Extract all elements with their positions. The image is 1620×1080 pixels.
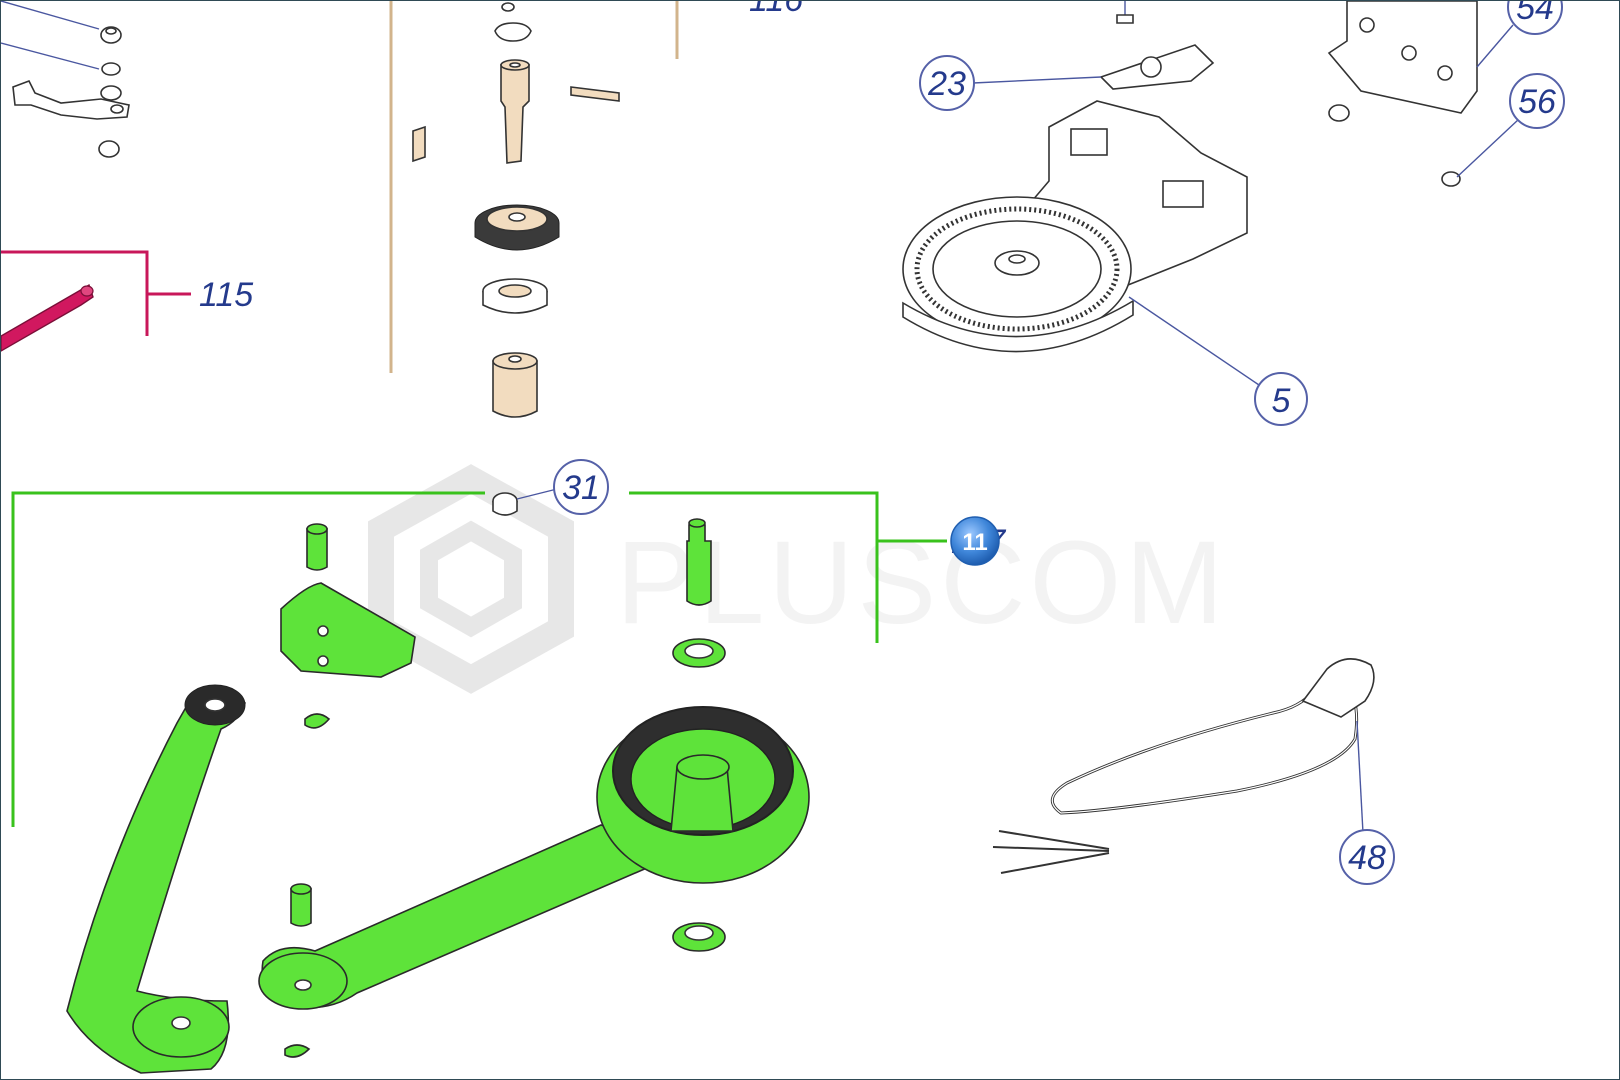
- cable-part: 48: [992, 658, 1395, 885]
- cable-loop-highlight: [1051, 680, 1358, 814]
- washer-part: [101, 62, 121, 76]
- cable-wire: [1000, 852, 1110, 874]
- housing-pocket: [1162, 180, 1204, 208]
- leader-line: [1, 42, 100, 70]
- callout-31[interactable]: 31: [562, 469, 600, 507]
- bearing-hole: [684, 643, 714, 659]
- straight-arm-pivot-hole: [294, 979, 312, 991]
- leader-line: [1, 1, 100, 30]
- pin-part: [570, 86, 620, 102]
- leader-5: [1128, 296, 1260, 386]
- gear-hole: [508, 212, 526, 222]
- nut-hole: [105, 27, 117, 35]
- cable-plug: [1301, 658, 1375, 718]
- bracket-hole: [110, 104, 124, 114]
- callout-115[interactable]: 115: [199, 276, 253, 314]
- pin-top: [501, 2, 515, 12]
- e-clip-part: [494, 22, 532, 42]
- rod-tip: [80, 285, 94, 297]
- arm-gear-hole: [204, 698, 226, 712]
- magenta-bracket: [1, 250, 149, 336]
- pin-top: [290, 883, 312, 895]
- nut-part: [98, 140, 120, 158]
- axle-part: [686, 524, 712, 606]
- callout-5-circle: [1254, 372, 1308, 426]
- callout-56[interactable]: 56: [1518, 83, 1556, 121]
- ring-housing-hub-top: [676, 754, 730, 780]
- shaft-hole: [509, 62, 521, 68]
- bushing-body: [492, 501, 518, 516]
- ring-gear-base: [902, 299, 1134, 353]
- nut-part: [1328, 104, 1350, 122]
- axle-top: [688, 518, 706, 528]
- shaft-part: [500, 64, 530, 164]
- e-clip-part: [304, 713, 331, 729]
- cable-wire: [992, 846, 1110, 852]
- bracket-hole: [1401, 45, 1417, 61]
- callout-31-circle: [553, 459, 609, 515]
- callout-23[interactable]: 23: [927, 65, 966, 103]
- gear-body: [474, 223, 560, 251]
- plate-hole: [1140, 56, 1162, 78]
- hotspot-label[interactable]: 11: [962, 529, 987, 556]
- ring-gear-hole: [1008, 254, 1026, 264]
- gear-housing: 23 5: [902, 1, 1308, 426]
- hotspot-marker[interactable]: [950, 516, 1000, 566]
- green-bracket-left: [11, 491, 485, 827]
- cover-part: [280, 582, 416, 678]
- leader-23: [972, 76, 1102, 84]
- pin-part: [306, 528, 328, 571]
- group-115: 115: [1, 250, 253, 352]
- callout-48[interactable]: 48: [1348, 839, 1386, 877]
- arm-pivot-hole: [171, 1016, 191, 1030]
- watermark-text: PLUSCOM: [616, 517, 1228, 649]
- bracket-hole: [1437, 65, 1453, 81]
- gear-assembly: [412, 2, 620, 418]
- bolt-part: [1116, 14, 1134, 24]
- housing-pocket: [1070, 128, 1108, 156]
- callout-54[interactable]: 54: [1516, 1, 1554, 27]
- group-117: 117 11 31: [11, 459, 1006, 1074]
- cable-wire: [998, 830, 1110, 850]
- mounting-bracket: 54 56: [1327, 1, 1565, 187]
- nut-part-56: [1441, 171, 1461, 187]
- pinion-hole: [508, 355, 522, 363]
- nut-part: [100, 85, 122, 101]
- green-bracket-right: [629, 491, 879, 643]
- clip-bracket-part: [12, 79, 130, 120]
- leader-56: [1456, 118, 1520, 178]
- leader-54: [1476, 24, 1514, 68]
- rod-part: [1, 283, 94, 352]
- bracket-hole: [1359, 17, 1375, 33]
- bearing-race: [498, 284, 532, 298]
- callout-23-circle: [919, 55, 975, 111]
- leader-48: [1356, 720, 1364, 834]
- cover-hole: [317, 655, 329, 667]
- watermark: PLUSCOM: [368, 464, 1228, 694]
- e-clip-part: [284, 1044, 311, 1058]
- bearing-part: [482, 291, 548, 314]
- callout-116[interactable]: 116: [749, 1, 803, 19]
- callout-5[interactable]: 5: [1272, 382, 1291, 420]
- top-left-hardware: [1, 1, 130, 158]
- pin-part: [290, 888, 312, 927]
- callout-54-circle: [1507, 1, 1563, 35]
- callout-48-circle: [1339, 829, 1395, 885]
- key-part: [412, 125, 426, 163]
- callout-56-circle: [1509, 73, 1565, 129]
- leader-31: [516, 488, 558, 500]
- cover-hole: [317, 625, 329, 637]
- bearing-hole: [684, 925, 714, 941]
- pinion-part: [492, 360, 538, 418]
- pin-top: [306, 523, 328, 535]
